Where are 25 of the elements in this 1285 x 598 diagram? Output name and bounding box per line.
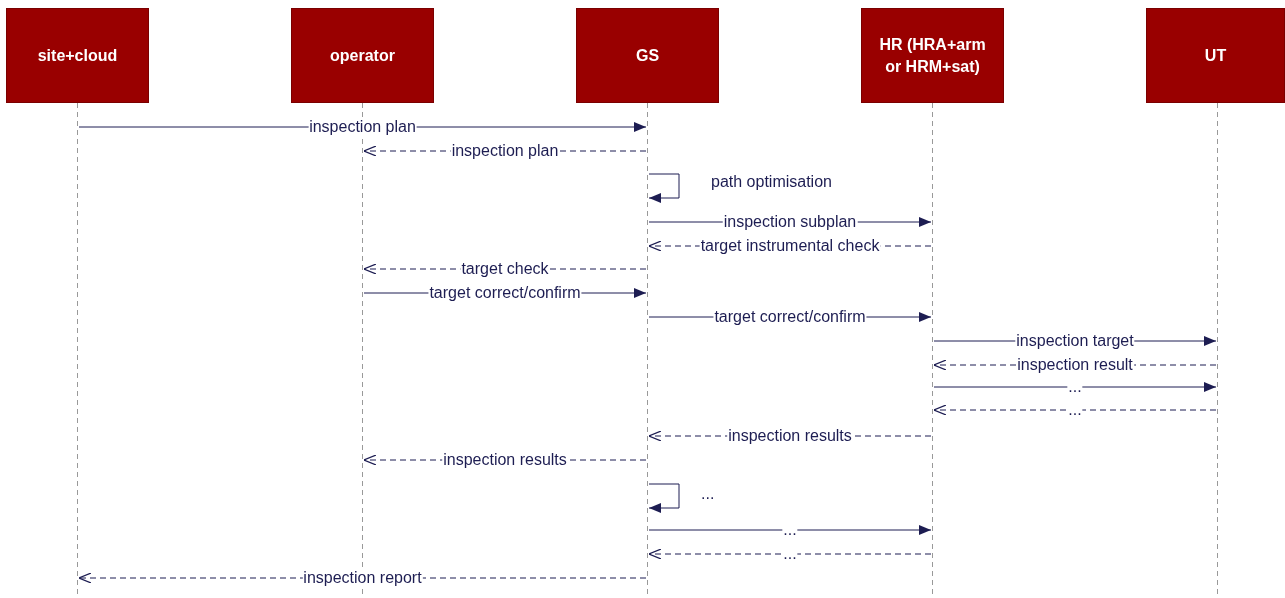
message-label: ... xyxy=(700,485,716,503)
message-label: inspection result xyxy=(1016,356,1134,374)
message-label: path optimisation xyxy=(710,173,833,191)
message-label: inspection plan xyxy=(308,118,417,136)
participant-box: UT xyxy=(1146,8,1285,103)
message-label: target correct/confirm xyxy=(428,284,582,302)
message-arrow xyxy=(933,404,1217,416)
message-arrow xyxy=(648,483,680,513)
message-label: inspection subplan xyxy=(722,213,858,231)
participant-box: GS xyxy=(576,8,719,103)
participant-box: operator xyxy=(291,8,434,103)
message-label: target instrumental check xyxy=(699,237,881,255)
message-label: inspection results xyxy=(727,427,853,445)
message-label: target check xyxy=(460,260,550,278)
message-label: inspection plan xyxy=(450,142,560,160)
message-label: target correct/confirm xyxy=(713,308,867,326)
message-arrow xyxy=(648,548,932,560)
message-arrow xyxy=(933,382,1217,392)
message-arrow xyxy=(648,173,680,203)
message-label: inspection results xyxy=(442,451,568,469)
participant-box: HR (HRA+arm or HRM+sat) xyxy=(861,8,1004,103)
participant-box: site+cloud xyxy=(6,8,149,103)
message-label: inspection report xyxy=(302,569,423,587)
message-arrow xyxy=(648,525,932,535)
message-label: inspection target xyxy=(1015,332,1135,350)
